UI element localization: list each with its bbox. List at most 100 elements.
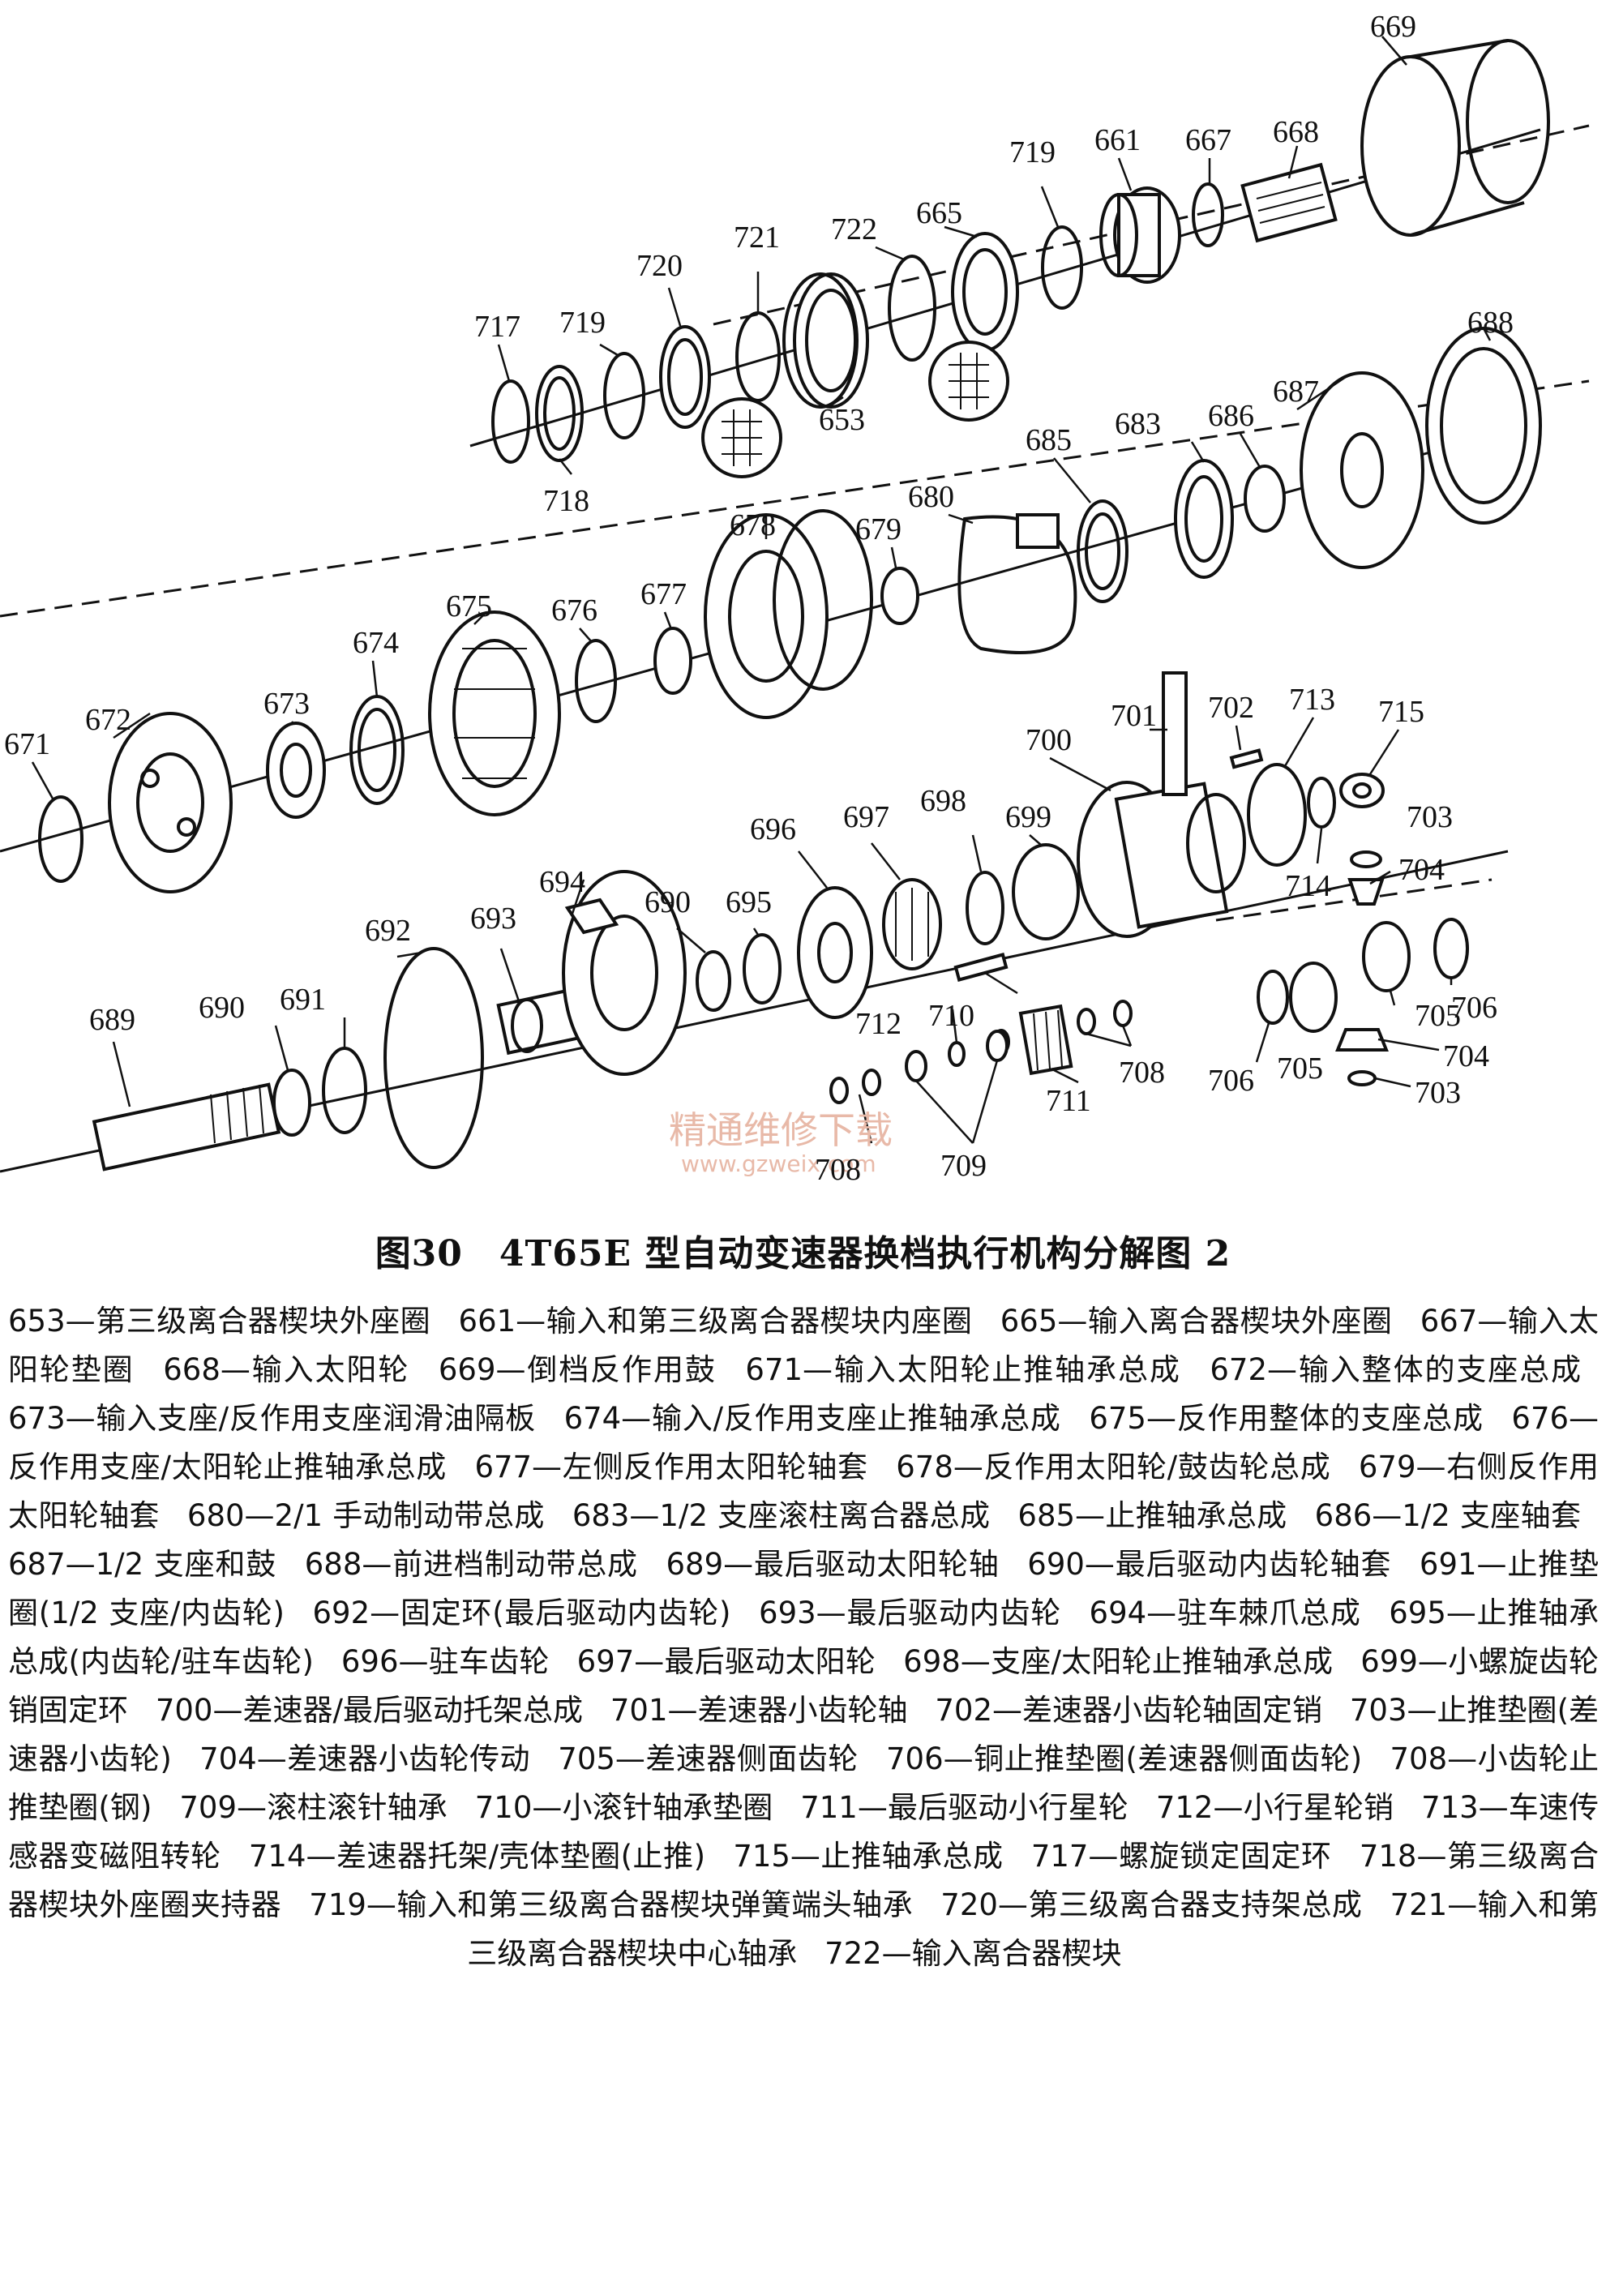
callout-676: 676: [551, 593, 597, 628]
part-703-washer-top: [1350, 850, 1382, 868]
callout-711: 711: [1046, 1084, 1091, 1118]
callout-719: 719: [1009, 135, 1056, 169]
legend-entry: 705—差速器侧面齿轮: [558, 1741, 859, 1776]
callout-701: 701: [1111, 699, 1157, 733]
callout-704c: 704: [1443, 1039, 1489, 1073]
callout-717: 717: [474, 310, 520, 344]
callout-690b: 690: [199, 991, 245, 1025]
callout-708b: 708: [815, 1153, 861, 1187]
part-672-input-carrier: [108, 712, 233, 893]
callout-678: 678: [730, 508, 776, 542]
part-699-ring: [1012, 843, 1080, 940]
legend-entry: 672—输入整体的支座总成: [1210, 1352, 1582, 1387]
legend-entry: 714—差速器托架/壳体垫圈(止推): [248, 1839, 706, 1874]
callout-671: 671: [4, 727, 50, 761]
inset-sprag-a: [701, 397, 782, 478]
callout-674: 674: [353, 626, 399, 660]
part-713-reluctor: [1247, 763, 1307, 867]
legend-entry: 691—止推垫圈(1/2 支座/内齿轮): [8, 1547, 1600, 1630]
legend-entry: 677—左侧反作用太阳轮轴套: [474, 1450, 868, 1484]
part-694-park-pawl: [562, 870, 687, 1076]
part-720-support: [659, 325, 711, 429]
callout-679: 679: [855, 512, 902, 546]
callout-718: 718: [543, 484, 589, 518]
part-678-reaction-sun-drum: [704, 509, 873, 719]
legend-entry: 676—反作用支座/太阳轮止推轴承总成: [8, 1401, 1600, 1484]
legend-entry: 679—右侧反作用太阳轮轴套: [8, 1450, 1600, 1533]
legend-entry: 718—第三级离合器楔块外座圈夹持器: [8, 1839, 1600, 1922]
figure-caption: 图30 4T65E 型自动变速器换档执行机构分解图 2: [375, 1233, 1231, 1274]
callout-710: 710: [928, 999, 974, 1033]
legend-entry: 704—差速器小齿轮传动: [199, 1741, 531, 1776]
part-683-roller-clutch: [1174, 459, 1234, 579]
part-701-pinion-shaft: [1162, 671, 1188, 796]
part-696-park-gear: [797, 886, 873, 1019]
legend-entry: 710—小滚针轴承垫圈: [474, 1790, 773, 1825]
part-695-bearing: [743, 933, 782, 1004]
legend-entry: 715—止推轴承总成: [733, 1839, 1004, 1874]
exploded-diagram: 精通维修下载 www.gzweix.com 669 661 667 668 71…: [0, 10, 1590, 1187]
part-697-sun-gear: [882, 878, 942, 970]
callout-709: 709: [940, 1149, 987, 1183]
part-673-baffle: [266, 722, 326, 819]
parts-legend: 653—第三级离合器楔块外座圈 661—输入和第三级离合器楔块内座圈 665—输…: [8, 1297, 1599, 1978]
part-704-pinion-top: [1347, 878, 1385, 906]
legend-entry: 712—小行星轮销: [1155, 1790, 1394, 1825]
legend-entry: 717—螺旋锁定固定环: [1030, 1839, 1332, 1874]
part-675-reaction-carrier: [428, 610, 561, 816]
legend-entry: 720—第三级离合器支持架总成: [940, 1887, 1363, 1922]
part-705-side-gear-right: [1362, 921, 1411, 992]
callout-697: 697: [843, 800, 889, 834]
legend-entry: 708—小齿轮止推垫圈(钢): [8, 1741, 1600, 1825]
callout-669: 669: [1370, 10, 1416, 44]
part-702-pin: [1229, 748, 1264, 769]
part-671-bearing: [38, 795, 84, 883]
callout-675: 675: [446, 589, 492, 623]
inset-sprag-b: [928, 341, 1009, 422]
legend-entry: 674—输入/反作用支座止推轴承总成: [563, 1401, 1061, 1436]
part-669-reverse-drum: [1360, 39, 1550, 237]
part-691-washer: [322, 1047, 367, 1134]
part-717-retaining-ring: [491, 379, 530, 464]
callout-691: 691: [280, 983, 326, 1017]
callout-694: 694: [539, 865, 585, 899]
watermark-url: www.gzweix.com: [681, 1150, 876, 1177]
legend-entry: 678—反作用太阳轮/鼓齿轮总成: [896, 1450, 1331, 1484]
legend-entry: 703—止推垫圈(差速器小齿轮): [8, 1693, 1600, 1776]
callout-680: 680: [908, 480, 954, 514]
part-677-bushing: [653, 627, 692, 695]
callout-687: 687: [1273, 375, 1319, 409]
callout-714: 714: [1285, 869, 1331, 903]
callout-699: 699: [1005, 800, 1051, 834]
part-690-bushing: [272, 1069, 311, 1137]
legend-entry: 686—1/2 支座轴套: [1314, 1498, 1582, 1533]
legend-entry: 694—驻车棘爪总成: [1089, 1596, 1361, 1630]
callout-695: 695: [726, 885, 772, 919]
part-704-pinion-bottom: [1335, 1028, 1389, 1052]
callout-668: 668: [1273, 115, 1319, 149]
legend-entry: 665—输入离合器楔块外座圈: [1000, 1304, 1393, 1339]
part-690b-bushing: [696, 950, 731, 1012]
part-685-bearing: [1077, 499, 1128, 603]
callout-692: 692: [365, 914, 411, 948]
part-688-forward-band: [1425, 327, 1542, 525]
legend-entry: 653—第三级离合器楔块外座圈: [8, 1304, 431, 1339]
legend-entry: 695—止推轴承总成(内齿轮/驻车齿轮): [8, 1596, 1600, 1679]
part-667-washer: [1192, 182, 1224, 247]
callout-686: 686: [1208, 399, 1254, 433]
callout-690: 690: [645, 885, 691, 919]
part-676-bearing: [575, 639, 617, 723]
legend-entry: 692—固定环(最后驱动内齿轮): [312, 1596, 731, 1630]
frame-dash-diff: [1215, 878, 1493, 922]
watermark-cn: 精通维修下载: [669, 1108, 893, 1152]
part-698-bearing: [966, 871, 1004, 945]
legend-entry: 668—输入太阳轮: [163, 1352, 410, 1387]
legend-entry: 675—反作用整体的支座总成: [1089, 1401, 1484, 1436]
part-693-internal-gear: [496, 987, 582, 1056]
part-700-differential-carrier: [1077, 781, 1246, 938]
callout-653: 653: [819, 403, 865, 437]
part-711-pinion: [1018, 1004, 1073, 1076]
legend-entry: 700—差速器/最后驱动托架总成: [155, 1693, 584, 1728]
callout-705b: 705: [1277, 1052, 1323, 1086]
part-680-band: [957, 513, 1077, 654]
